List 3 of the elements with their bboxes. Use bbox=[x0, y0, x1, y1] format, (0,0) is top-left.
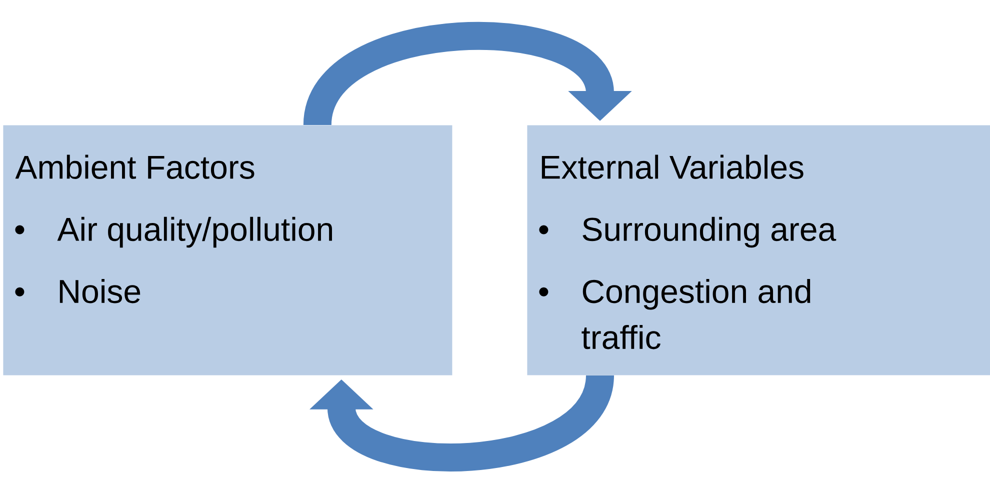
text-box: External Variables Surrounding area Congestion and traffic bbox=[527, 125, 990, 376]
text-box: Ambient Factors Air quality/pollution Noise bbox=[3, 125, 452, 376]
curved-arrow bbox=[304, 22, 632, 128]
